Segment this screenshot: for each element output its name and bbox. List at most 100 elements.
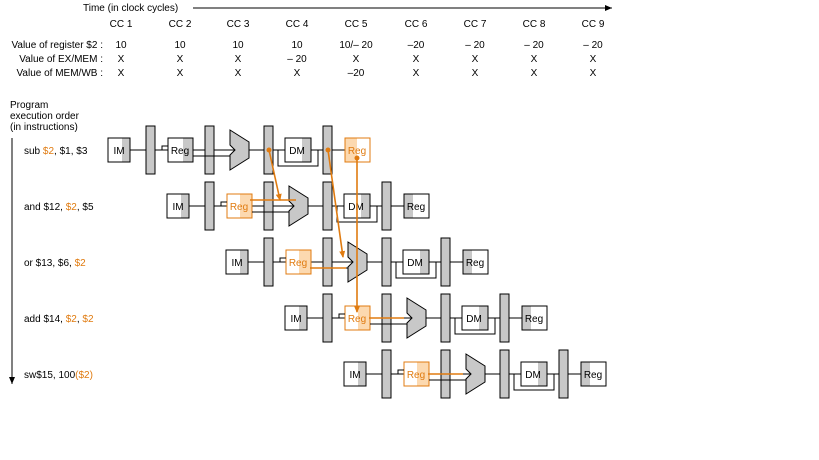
instruction-part: , $1, $3	[54, 146, 88, 157]
alu-shape	[229, 129, 250, 171]
instruction-part: or $13, $6,	[24, 258, 75, 269]
dm-label: DM	[348, 202, 364, 213]
dm-bypass-wire	[391, 261, 437, 279]
instruction-label: sub $2, $1, $3	[24, 146, 88, 157]
wb-reg-border	[580, 361, 607, 387]
instruction-part: $2	[75, 258, 87, 269]
value-cell: –20	[408, 40, 425, 51]
dm-shade	[361, 194, 370, 218]
alu-shape	[406, 297, 427, 339]
clock-cycle-label: CC 8	[523, 19, 546, 30]
value-cell: – 20	[465, 40, 485, 51]
value-cell: X	[118, 54, 125, 65]
dm-bypass-wire	[509, 373, 555, 391]
reg-border	[167, 137, 194, 163]
im-border	[107, 137, 131, 163]
forward-exmem-to-and	[268, 149, 282, 201]
wb-reg-shade	[463, 250, 472, 274]
wb-reg-shade	[581, 362, 590, 386]
value-cell: 10	[174, 40, 186, 51]
pipeline-register	[440, 293, 451, 343]
value-row-label: Value of EX/MEM :	[19, 54, 103, 65]
clock-cycle-label: CC 5	[345, 19, 368, 30]
wb-reg-border	[403, 193, 430, 219]
reg-border	[226, 193, 253, 219]
pipeline-register	[499, 349, 510, 399]
value-cell: 10	[115, 40, 127, 51]
dm-border	[284, 137, 312, 163]
reg-label: Reg	[407, 370, 425, 381]
value-cell: X	[531, 54, 538, 65]
value-cell: X	[235, 54, 242, 65]
value-cell: X	[177, 68, 184, 79]
instruction-part: and $12,	[24, 202, 66, 213]
pipeline-register	[381, 349, 392, 399]
clock-cycle-label: CC 2	[169, 19, 192, 30]
instruction-part: , $5	[77, 202, 94, 213]
value-cell: X	[413, 68, 420, 79]
wb-reg-label: Reg	[348, 146, 366, 157]
clock-cycle-label: CC 6	[405, 19, 428, 30]
wb-reg-label: Reg	[525, 314, 543, 325]
im-label: IM	[113, 146, 124, 157]
instruction-part: $2	[82, 314, 94, 325]
pipeline-register	[381, 237, 392, 287]
im-shade	[358, 362, 366, 386]
dm-shade	[538, 362, 547, 386]
im-border	[343, 361, 367, 387]
wb-reg-label: Reg	[466, 258, 484, 269]
instruction-label: and $12, $2, $5	[24, 202, 94, 213]
program-order-label-line: execution order	[10, 111, 80, 122]
value-row-label: Value of register $2 :	[11, 40, 103, 51]
instruction-part: add $14,	[24, 314, 66, 325]
pipeline-register	[322, 181, 333, 231]
value-cell: X	[472, 54, 479, 65]
instruction-part: $2	[66, 202, 78, 213]
dm-label: DM	[466, 314, 482, 325]
value-cell: X	[353, 54, 360, 65]
value-cell: 10	[291, 40, 303, 51]
value-cell: X	[235, 68, 242, 79]
dm-border	[520, 361, 548, 387]
pipeline-register	[322, 293, 333, 343]
wb-reg-shade	[522, 306, 531, 330]
instruction-part: ($2)	[75, 370, 93, 381]
reg-label: Reg	[289, 258, 307, 269]
instruction-part: sw$15, 100	[24, 370, 76, 381]
im-shade	[122, 138, 130, 162]
wb-reg-border	[521, 305, 548, 331]
dm-shade	[302, 138, 311, 162]
clock-cycle-label: CC 3	[227, 19, 250, 30]
im-shade	[181, 194, 189, 218]
dm-bypass-wire	[450, 317, 496, 335]
pipeline-register	[499, 293, 510, 343]
wb-reg-border	[462, 249, 489, 275]
reg-label: Reg	[171, 146, 189, 157]
reg-shade	[183, 138, 193, 162]
reg-label: Reg	[230, 202, 248, 213]
reg-input-wire	[394, 369, 404, 375]
im-shade	[299, 306, 307, 330]
value-cell: 10	[232, 40, 244, 51]
reg-input-wire	[335, 313, 345, 319]
pipeline-register	[440, 237, 451, 287]
im-label: IM	[290, 314, 301, 325]
clock-cycle-label: CC 1	[110, 19, 133, 30]
pipeline-register	[263, 181, 274, 231]
program-order-label-line: (in instructions)	[10, 122, 78, 133]
reg-read-shade	[417, 362, 429, 386]
instruction-part: $2	[43, 146, 55, 157]
reg-input-wire	[217, 201, 227, 207]
clock-cycle-label: CC 7	[464, 19, 487, 30]
wb-reg-shade	[404, 194, 413, 218]
im-label: IM	[231, 258, 242, 269]
